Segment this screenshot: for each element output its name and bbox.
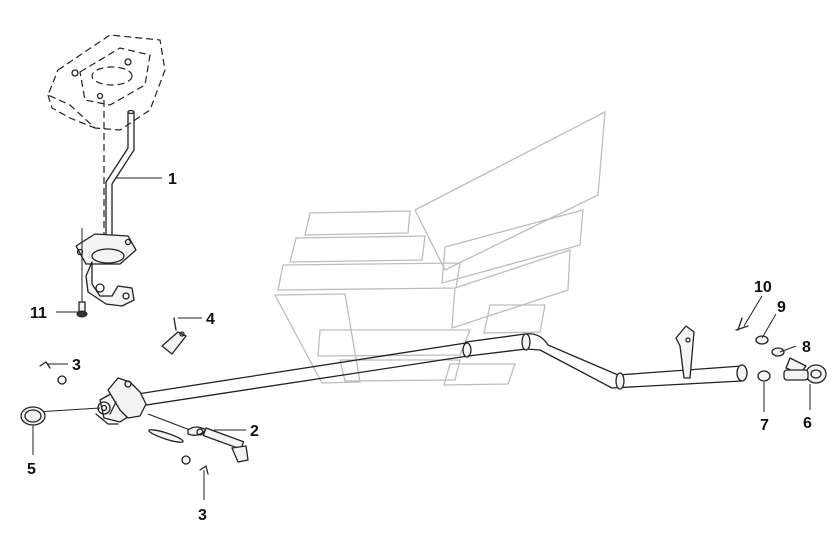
- callout-3-bottom: 3: [198, 507, 207, 524]
- callout-5: 5: [27, 461, 36, 478]
- end-cap-part-5: [20, 406, 101, 426]
- callout-6: 6: [803, 415, 812, 432]
- gear-shift-lever: [75, 109, 137, 307]
- callout-3-top: 3: [72, 357, 81, 374]
- callout-4: 4: [206, 311, 215, 328]
- callout-1: 1: [168, 171, 177, 188]
- linkage-pin-part-4: [161, 317, 187, 355]
- selector-assembly: [95, 377, 147, 425]
- callout-11: 11: [30, 305, 47, 322]
- callout-2: 2: [250, 423, 259, 440]
- shifter-bracket-plate: [47, 34, 166, 235]
- cross-tube: [465, 325, 748, 390]
- callout-7: 7: [760, 417, 769, 434]
- watermark-logo: [273, 110, 606, 386]
- callout-8: 8: [802, 339, 811, 356]
- shift-rod: [117, 342, 472, 410]
- callout-9: 9: [777, 299, 786, 316]
- clevis-part-2: [147, 413, 249, 463]
- pin-washer-set: [39, 361, 209, 475]
- leader-lines: [32, 177, 811, 500]
- callout-10: 10: [754, 279, 772, 296]
- ball-joint-assembly: [735, 317, 827, 384]
